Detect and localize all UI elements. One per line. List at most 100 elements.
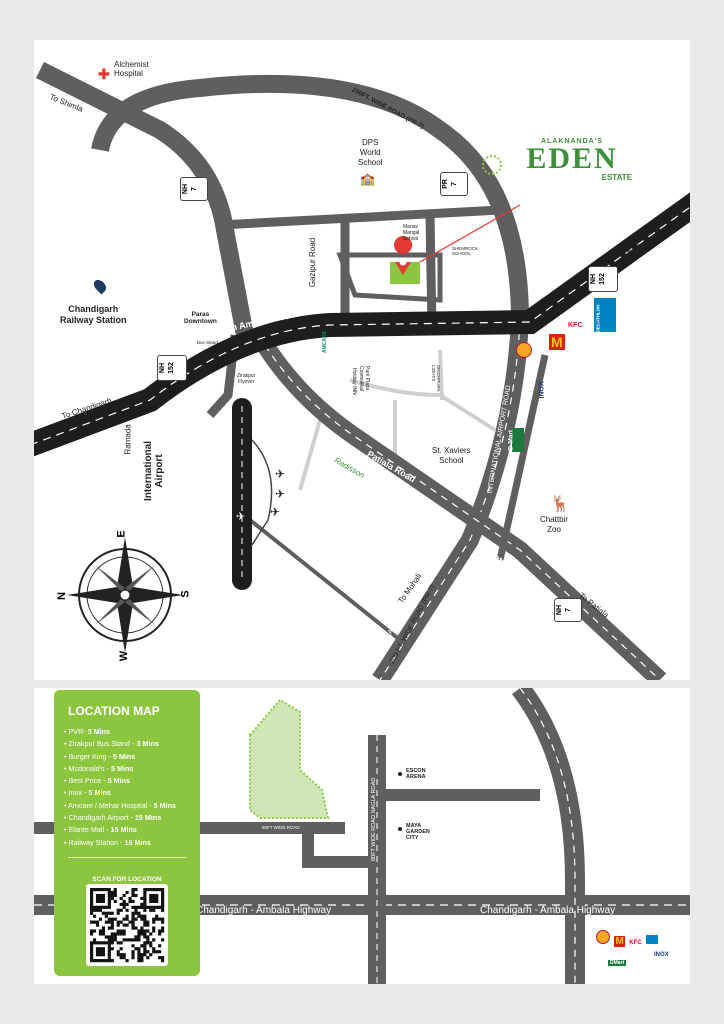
qr-module [107,905,111,909]
qr-module [95,941,100,945]
qr-module [161,890,165,895]
brand-name: EDEN [526,142,618,175]
qr-module [134,947,138,951]
road-80ft-horizontal-label: 80FT WIDE ROAD [262,825,300,830]
nh7-bottom-badge-b: 7 [565,608,572,612]
qr-module [122,932,126,936]
qr-module [137,932,141,936]
qr-module [107,899,111,903]
qr-module [107,944,111,948]
qr-module [107,926,111,930]
qr-module [110,917,114,921]
list-item-name: Elante Mall - [68,825,111,835]
qr-module [122,893,126,898]
bottom-decathlon-icon [646,935,659,944]
qr-module [119,953,123,957]
qr-module [90,893,94,898]
qr-module [110,926,114,930]
qr-module [137,959,141,963]
qr-module [119,947,123,951]
qr-code[interactable] [86,884,168,966]
list-item: • Zirakpur Bus Stand - 3 Mins [64,739,159,749]
qr-module [140,917,144,921]
qr-module [104,959,108,963]
park-plaza-label: Park Plaza CosmoMall [358,366,370,392]
chattbir-zoo-label: Chattbir Zoo [540,515,569,534]
holiday-inn-label: Holiday INN [351,368,357,395]
qr-module [101,905,105,909]
qr-module [95,888,100,892]
qr-module [125,923,129,927]
qr-module [90,896,94,901]
qr-module [158,905,162,909]
list-item-name: PVR- [68,727,88,736]
qr-module [155,950,159,954]
railway-station-label: Chandigarh Railway Station [60,304,127,325]
list-item-time: 5 Mins [107,776,131,786]
qr-module [143,935,147,939]
location-list: • PVR- 3 Mins • Zirakpur Bus Stand - 3 M… [54,726,200,849]
qr-module [107,893,111,898]
list-item-name: Burger King - [68,751,113,761]
qr-module [116,911,120,915]
qr-module [125,908,129,912]
qr-module [125,938,129,942]
bottom-mcdonalds-icon: M [614,936,625,947]
qr-module [95,905,100,909]
qr-module [122,905,126,909]
list-item: • Railway Station - 15 Mins [64,837,151,847]
qr-module [101,896,105,901]
qr-module [161,917,165,921]
qr-module [92,905,97,909]
qr-module [107,947,111,951]
qr-module [107,911,111,915]
qr-module [98,888,103,892]
qr-module [110,890,114,895]
qr-module [110,935,114,939]
list-item-time: 5 Mins [88,788,111,798]
qr-module [146,920,150,924]
nh7-top-badge-b: 7 [191,187,198,191]
location-pin-icon [394,236,413,275]
qr-module [98,932,103,936]
qr-module [134,888,138,892]
top-map: ✈ ✈ ✈ ✈ [34,61,690,680]
qr-module [104,914,108,918]
qr-module [128,899,132,903]
qr-module [155,893,159,898]
inox-label: INOX [538,381,546,399]
nh152-left-badge-a: NH [159,362,166,374]
qr-module [107,938,111,942]
qr-module [134,917,138,921]
qr-module [110,938,114,942]
qr-module [149,896,153,901]
qr-module [137,947,141,951]
qr-module [98,893,103,898]
qr-module [140,956,144,960]
qr-module [149,944,153,948]
qr-module [119,941,123,945]
qr-module [143,947,147,951]
qr-module [92,908,97,912]
qr-module [131,920,135,924]
qr-module [90,944,94,948]
qr-module [107,917,111,921]
qr-module [131,917,135,921]
compass-e: E [115,530,128,538]
qr-module [101,893,105,898]
shemrock-school-label: SHEMROCK SCHOOL [452,246,479,256]
qr-module [158,956,162,960]
qr-module [137,929,141,933]
compass-s: S [179,590,192,598]
qr-module [146,956,150,960]
qr-module [110,923,114,927]
patiala-road [257,340,667,680]
qr-module [161,908,165,912]
qr-module [95,893,100,898]
qr-module [137,905,141,909]
qr-module [107,950,111,954]
qr-module [146,935,150,939]
qr-module [161,938,165,942]
list-item-time: 15 Mins [110,825,137,835]
qr-module [90,941,94,945]
